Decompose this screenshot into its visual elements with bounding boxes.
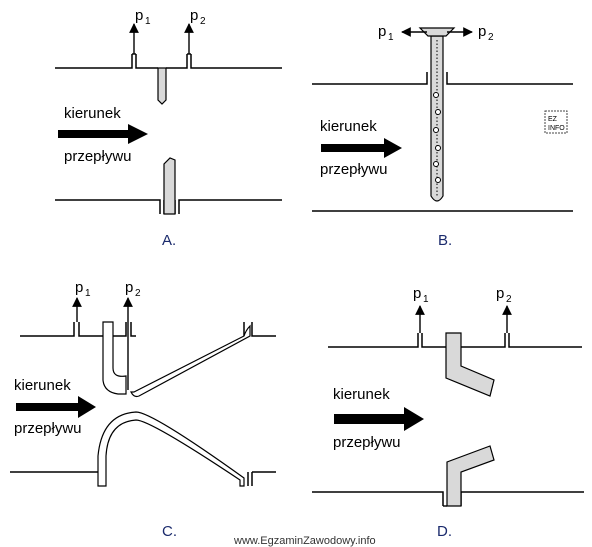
p1-label-b: p (378, 23, 386, 40)
caption-c: C. (162, 523, 177, 540)
flow-word2-b: przepływu (320, 161, 388, 178)
nozzle-top (445, 332, 495, 397)
p2-label-d: p (496, 285, 504, 302)
flow-word1-d: kierunek (333, 386, 390, 403)
p2-sub-b: 2 (488, 32, 494, 43)
flow-word1-c: kierunek (14, 377, 71, 394)
p1-label-d: p (413, 285, 421, 302)
flow-word2-d: przepływu (333, 434, 401, 451)
flow-arrow-d (334, 407, 424, 431)
p1-sub-c: 1 (85, 288, 91, 299)
watermark: www.EgzaminZawodowy.info (233, 535, 376, 547)
ez-info-logo: EZ INFO (544, 110, 568, 134)
flow-word1-a: kierunek (64, 105, 121, 122)
panel-a-orifice: p 1 p 2 kierunek przepływu A. (55, 7, 282, 249)
p2-sub-a: 2 (200, 16, 206, 27)
venturi-inlet-top (102, 321, 127, 395)
flow-arrow-c (16, 396, 96, 418)
p1-label-c: p (75, 279, 83, 296)
flow-arrow-a (58, 124, 148, 144)
p2-label-a: p (190, 7, 198, 24)
flow-arrow-b (321, 138, 402, 158)
p1-sub-d: 1 (423, 294, 429, 305)
p2-sub-c: 2 (135, 288, 141, 299)
caption-a: A. (162, 232, 176, 249)
p1-sub-a: 1 (145, 16, 151, 27)
venturi-diffuser-top (130, 324, 251, 398)
orifice-plate-bottom (163, 157, 176, 215)
caption-b: B. (438, 232, 452, 249)
p1-label-a: p (135, 7, 143, 24)
panel-c-venturi: p 1 p 2 kierunek przepływu C. (10, 279, 276, 540)
probe-holes (433, 92, 441, 183)
caption-d: D. (437, 523, 452, 540)
probe-head (418, 27, 456, 37)
flow-word2-c: przepływu (14, 420, 82, 437)
orifice-plate-top (157, 67, 167, 105)
p2-label-c: p (125, 279, 133, 296)
p1-sub-b: 1 (388, 32, 394, 43)
svg-text:INFO: INFO (548, 125, 565, 132)
p2-label-b: p (478, 23, 486, 40)
svg-text:EZ: EZ (548, 116, 558, 123)
panel-d-nozzle: p 1 p 2 kierunek przepływu D. (312, 285, 584, 540)
panel-b-annubar: p 1 p 2 kierunek przepływu B. EZ INFO (312, 23, 573, 249)
nozzle-bottom (446, 445, 495, 507)
flow-word2-a: przepływu (64, 148, 132, 165)
venturi-bottom (97, 411, 245, 487)
flow-word1-b: kierunek (320, 118, 377, 135)
p2-sub-d: 2 (506, 294, 512, 305)
